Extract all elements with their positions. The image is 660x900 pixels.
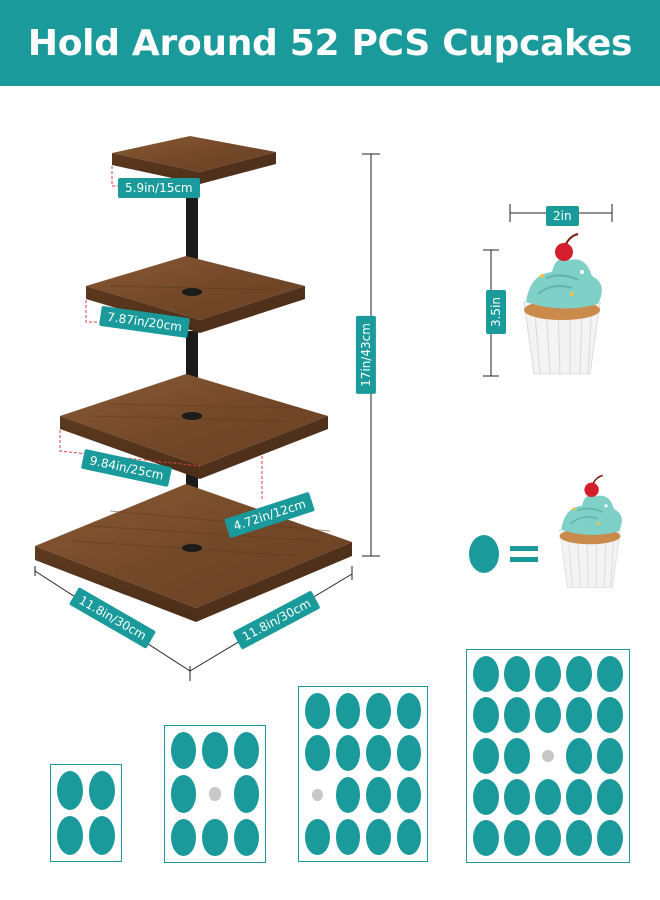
cupcake-slot-dot xyxy=(597,738,623,774)
cupcake-slot-dot xyxy=(566,820,592,856)
cupcake-slot-dot xyxy=(597,779,623,815)
dot-icon xyxy=(469,535,499,573)
dim-label-cupcake-height: 3.5in xyxy=(486,289,507,335)
cupcake-slot-dot xyxy=(473,656,499,692)
cupcake-slot-dot xyxy=(473,820,499,856)
cupcake-icon xyxy=(523,233,602,375)
cupcake-slot-dot xyxy=(396,693,421,729)
cupcake-slot-dot xyxy=(473,779,499,815)
tray-2x2 xyxy=(50,764,122,862)
cupcake-slot-dot xyxy=(57,816,83,855)
cupcake-slot-dot xyxy=(597,820,623,856)
cupcake-slot-dot xyxy=(171,818,197,856)
banner-title: Hold Around 52 PCS Cupcakes xyxy=(27,22,633,64)
dim-label-cupcake-width: 2in xyxy=(546,206,579,226)
cupcake-slot-dot xyxy=(335,693,360,729)
cupcake-slot-dot xyxy=(366,819,391,855)
cupcake-slot-dot xyxy=(89,771,115,810)
cupcake-slot-dot xyxy=(504,656,530,692)
post-placeholder-dot xyxy=(311,788,323,802)
cupcake-slot-dot xyxy=(335,735,360,771)
cupcake-slot-dot xyxy=(535,656,561,692)
dim-label-tier1: 5.9in/15cm xyxy=(118,178,200,198)
cupcake-slot-dot xyxy=(473,697,499,733)
cupcake-slot-dot xyxy=(597,697,623,733)
cupcake-slot-dot xyxy=(305,693,330,729)
header-banner: Hold Around 52 PCS Cupcakes xyxy=(0,0,660,86)
post-placeholder-dot xyxy=(209,787,221,801)
cupcake-slot-dot xyxy=(566,779,592,815)
cupcake-slot-dot xyxy=(305,735,330,771)
tier-3 xyxy=(60,374,328,479)
cupcake-slot-dot xyxy=(89,816,115,855)
cupcake-slot-dot xyxy=(396,819,421,855)
cupcake-slot-dot xyxy=(535,779,561,815)
cupcake-slot-dot xyxy=(504,779,530,815)
cupcake-slot-dot xyxy=(233,732,259,770)
cupcake-slot-dot xyxy=(566,697,592,733)
post-placeholder-dot xyxy=(542,749,554,763)
cupcake-slot-dot xyxy=(366,777,391,813)
cupcake-slot-dot xyxy=(535,820,561,856)
cupcake-slot-dot xyxy=(171,732,197,770)
cupcake-slot-dot xyxy=(396,777,421,813)
tray-5x5 xyxy=(466,649,630,863)
cupcake-slot-dot xyxy=(504,738,530,774)
tier-top xyxy=(112,136,276,184)
cupcake-slot-dot xyxy=(335,819,360,855)
cupcake-slot-dot xyxy=(535,697,561,733)
cupcake-slot-dot xyxy=(473,738,499,774)
cupcake-icon xyxy=(559,474,622,588)
tray-4x4 xyxy=(298,686,428,862)
tray-3x3 xyxy=(164,725,266,863)
cupcake-slot-dot xyxy=(396,735,421,771)
cupcake-slot-dot xyxy=(335,777,360,813)
cupcake-slot-dot xyxy=(366,735,391,771)
equals-icon xyxy=(510,546,538,562)
cupcake-slot-dot xyxy=(597,656,623,692)
dim-label-total-height: 17in/43cm xyxy=(355,316,376,394)
cupcake-slot-dot xyxy=(233,775,259,813)
cupcake-slot-dot xyxy=(57,771,83,810)
cupcake-slot-dot xyxy=(566,656,592,692)
cupcake-slot-dot xyxy=(366,693,391,729)
cupcake-slot-dot xyxy=(202,818,228,856)
cupcake-slot-dot xyxy=(504,697,530,733)
cupcake-slot-dot xyxy=(305,819,330,855)
cupcake-slot-dot xyxy=(233,818,259,856)
cupcake-slot-dot xyxy=(202,732,228,770)
cupcake-slot-dot xyxy=(566,738,592,774)
cupcake-slot-dot xyxy=(504,820,530,856)
cupcake-slot-dot xyxy=(171,775,197,813)
